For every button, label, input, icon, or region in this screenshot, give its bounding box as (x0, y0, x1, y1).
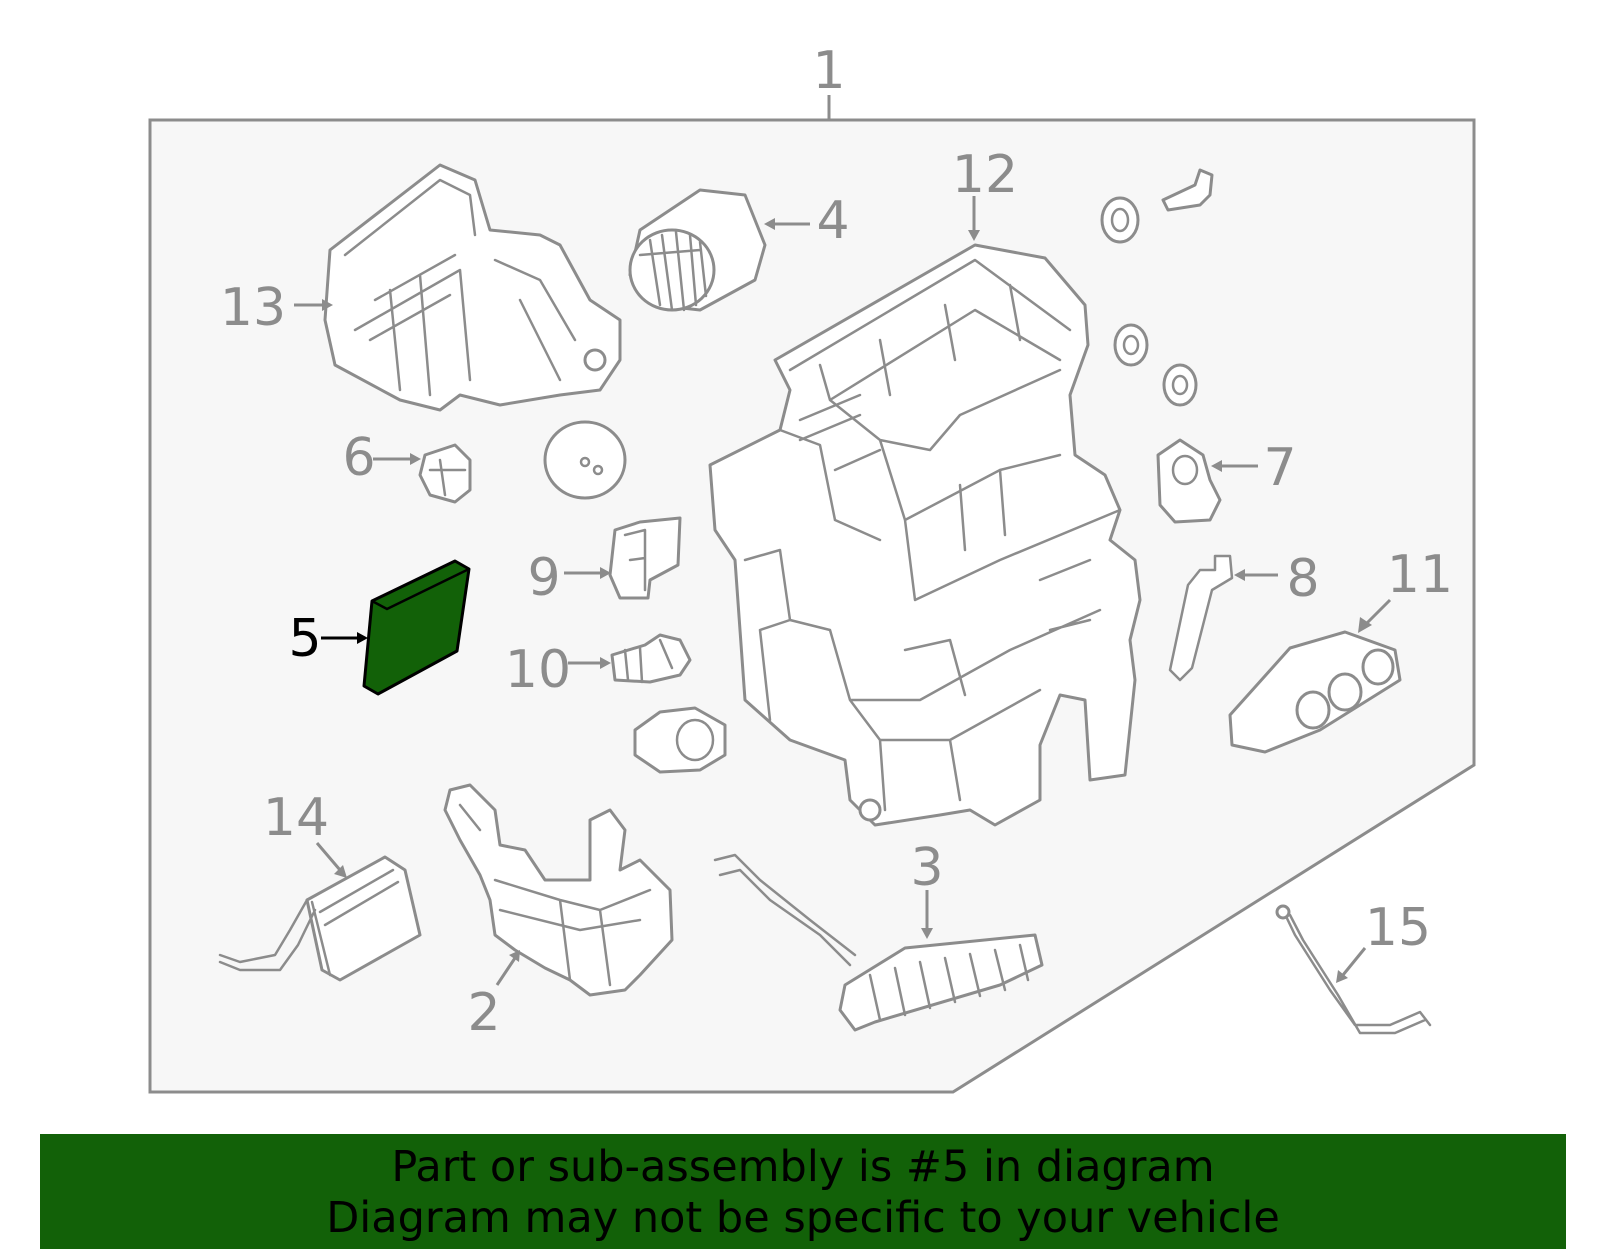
callout-9: 9 (527, 548, 560, 608)
part-13-blower-case (323, 163, 622, 412)
callout-2: 2 (467, 983, 500, 1043)
callout-12: 12 (952, 145, 1018, 205)
part-15-pipe (1275, 904, 1432, 1035)
part-12-heater-case (708, 243, 1142, 827)
part-9-sensor-bracket (608, 516, 682, 600)
part-actuator-small (633, 706, 727, 774)
part-2-duct (443, 783, 674, 997)
part-4-blower-motor (628, 188, 767, 312)
callout-8: 8 (1286, 549, 1319, 609)
banner-line-1: Part or sub-assembly is #5 in diagram (391, 1142, 1215, 1192)
leader-lines (294, 196, 1392, 986)
part-14-evaporator (218, 855, 422, 982)
callout-11: 11 (1387, 545, 1453, 605)
callout-3: 3 (910, 838, 943, 898)
part-3-heater-core (713, 853, 1044, 1032)
callout-4: 4 (816, 191, 849, 251)
callout-7: 7 (1263, 438, 1296, 498)
callout-5: 5 (288, 609, 321, 669)
part-cap (543, 420, 627, 500)
callout-1: 1 (812, 41, 845, 101)
callout-13: 13 (220, 278, 286, 338)
part-10-actuator (610, 633, 692, 684)
part-8-pipe (1168, 554, 1234, 682)
part-11-control-panel (1228, 630, 1402, 754)
banner-line-2: Diagram may not be specific to your vehi… (326, 1193, 1280, 1243)
callout-14: 14 (263, 788, 329, 848)
part-hardware-right (1100, 168, 1214, 407)
part-6-actuator (418, 443, 472, 504)
callout-6: 6 (342, 428, 375, 488)
callout-15: 15 (1365, 898, 1431, 958)
part-5-cabin-filter (362, 559, 471, 696)
part-7-mount (1156, 438, 1222, 524)
info-banner: Part or sub-assembly is #5 in diagram Di… (40, 1134, 1566, 1249)
callout-10: 10 (505, 640, 571, 700)
